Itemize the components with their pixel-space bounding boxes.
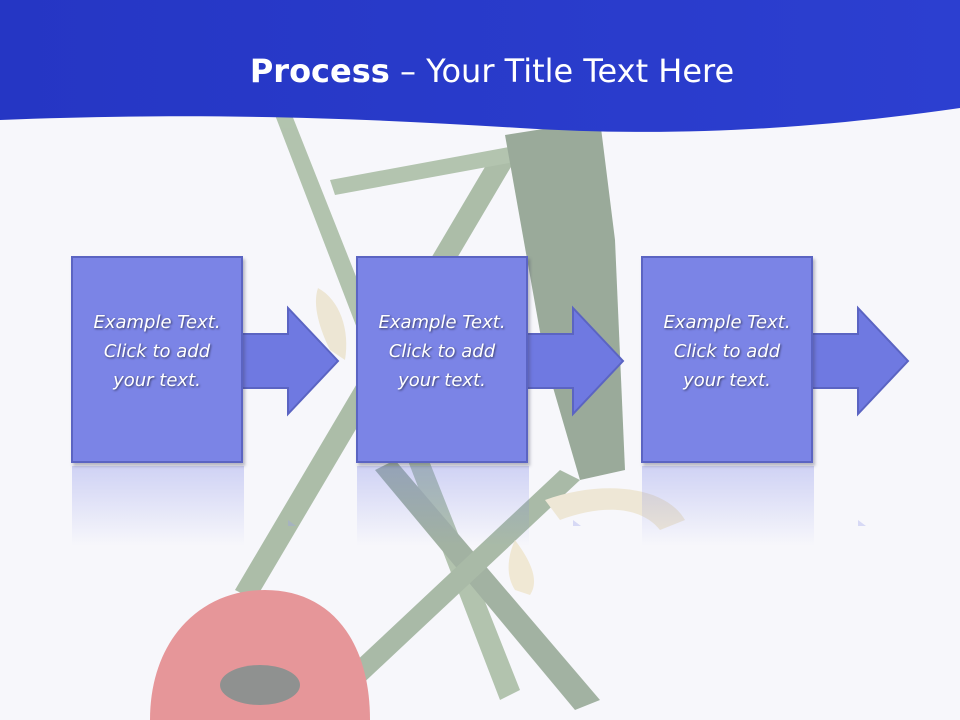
- process-step-2[interactable]: Example Text. Click to add your text.: [356, 256, 532, 466]
- step-2-reflection: [357, 466, 529, 546]
- header-band: [0, 0, 960, 132]
- arrow-1: [239, 305, 340, 417]
- step-text-line: Example Text.: [93, 312, 221, 333]
- step-text-line: your text.: [113, 370, 201, 391]
- step-text-line: Example Text.: [378, 312, 506, 333]
- process-step-3[interactable]: Example Text. Click to add your text.: [641, 256, 817, 466]
- step-text[interactable]: Example Text. Click to add your text.: [366, 308, 518, 395]
- process-step-1[interactable]: Example Text. Click to add your text.: [71, 256, 247, 466]
- step-text-line: your text.: [683, 370, 771, 391]
- step-text-line: Click to add: [673, 341, 781, 362]
- step-box: [71, 256, 243, 463]
- step-box: [641, 256, 813, 463]
- step-text[interactable]: Example Text. Click to add your text.: [651, 308, 803, 395]
- step-text-line: Click to add: [388, 341, 496, 362]
- slide-title[interactable]: Process – Your Title Text Here: [0, 52, 960, 90]
- step-text[interactable]: Example Text. Click to add your text.: [81, 308, 233, 395]
- step-1-reflection: [72, 466, 244, 546]
- title-bold-text: Process: [249, 52, 390, 90]
- step-text-line: your text.: [398, 370, 486, 391]
- title-rest-text: – Your Title Text Here: [389, 52, 735, 90]
- step-text-line: Example Text.: [663, 312, 791, 333]
- step-text-line: Click to add: [103, 341, 211, 362]
- step-3-reflection: [642, 466, 814, 546]
- arrow-2: [524, 305, 625, 417]
- arrow-3: [809, 305, 910, 417]
- step-box: [356, 256, 528, 463]
